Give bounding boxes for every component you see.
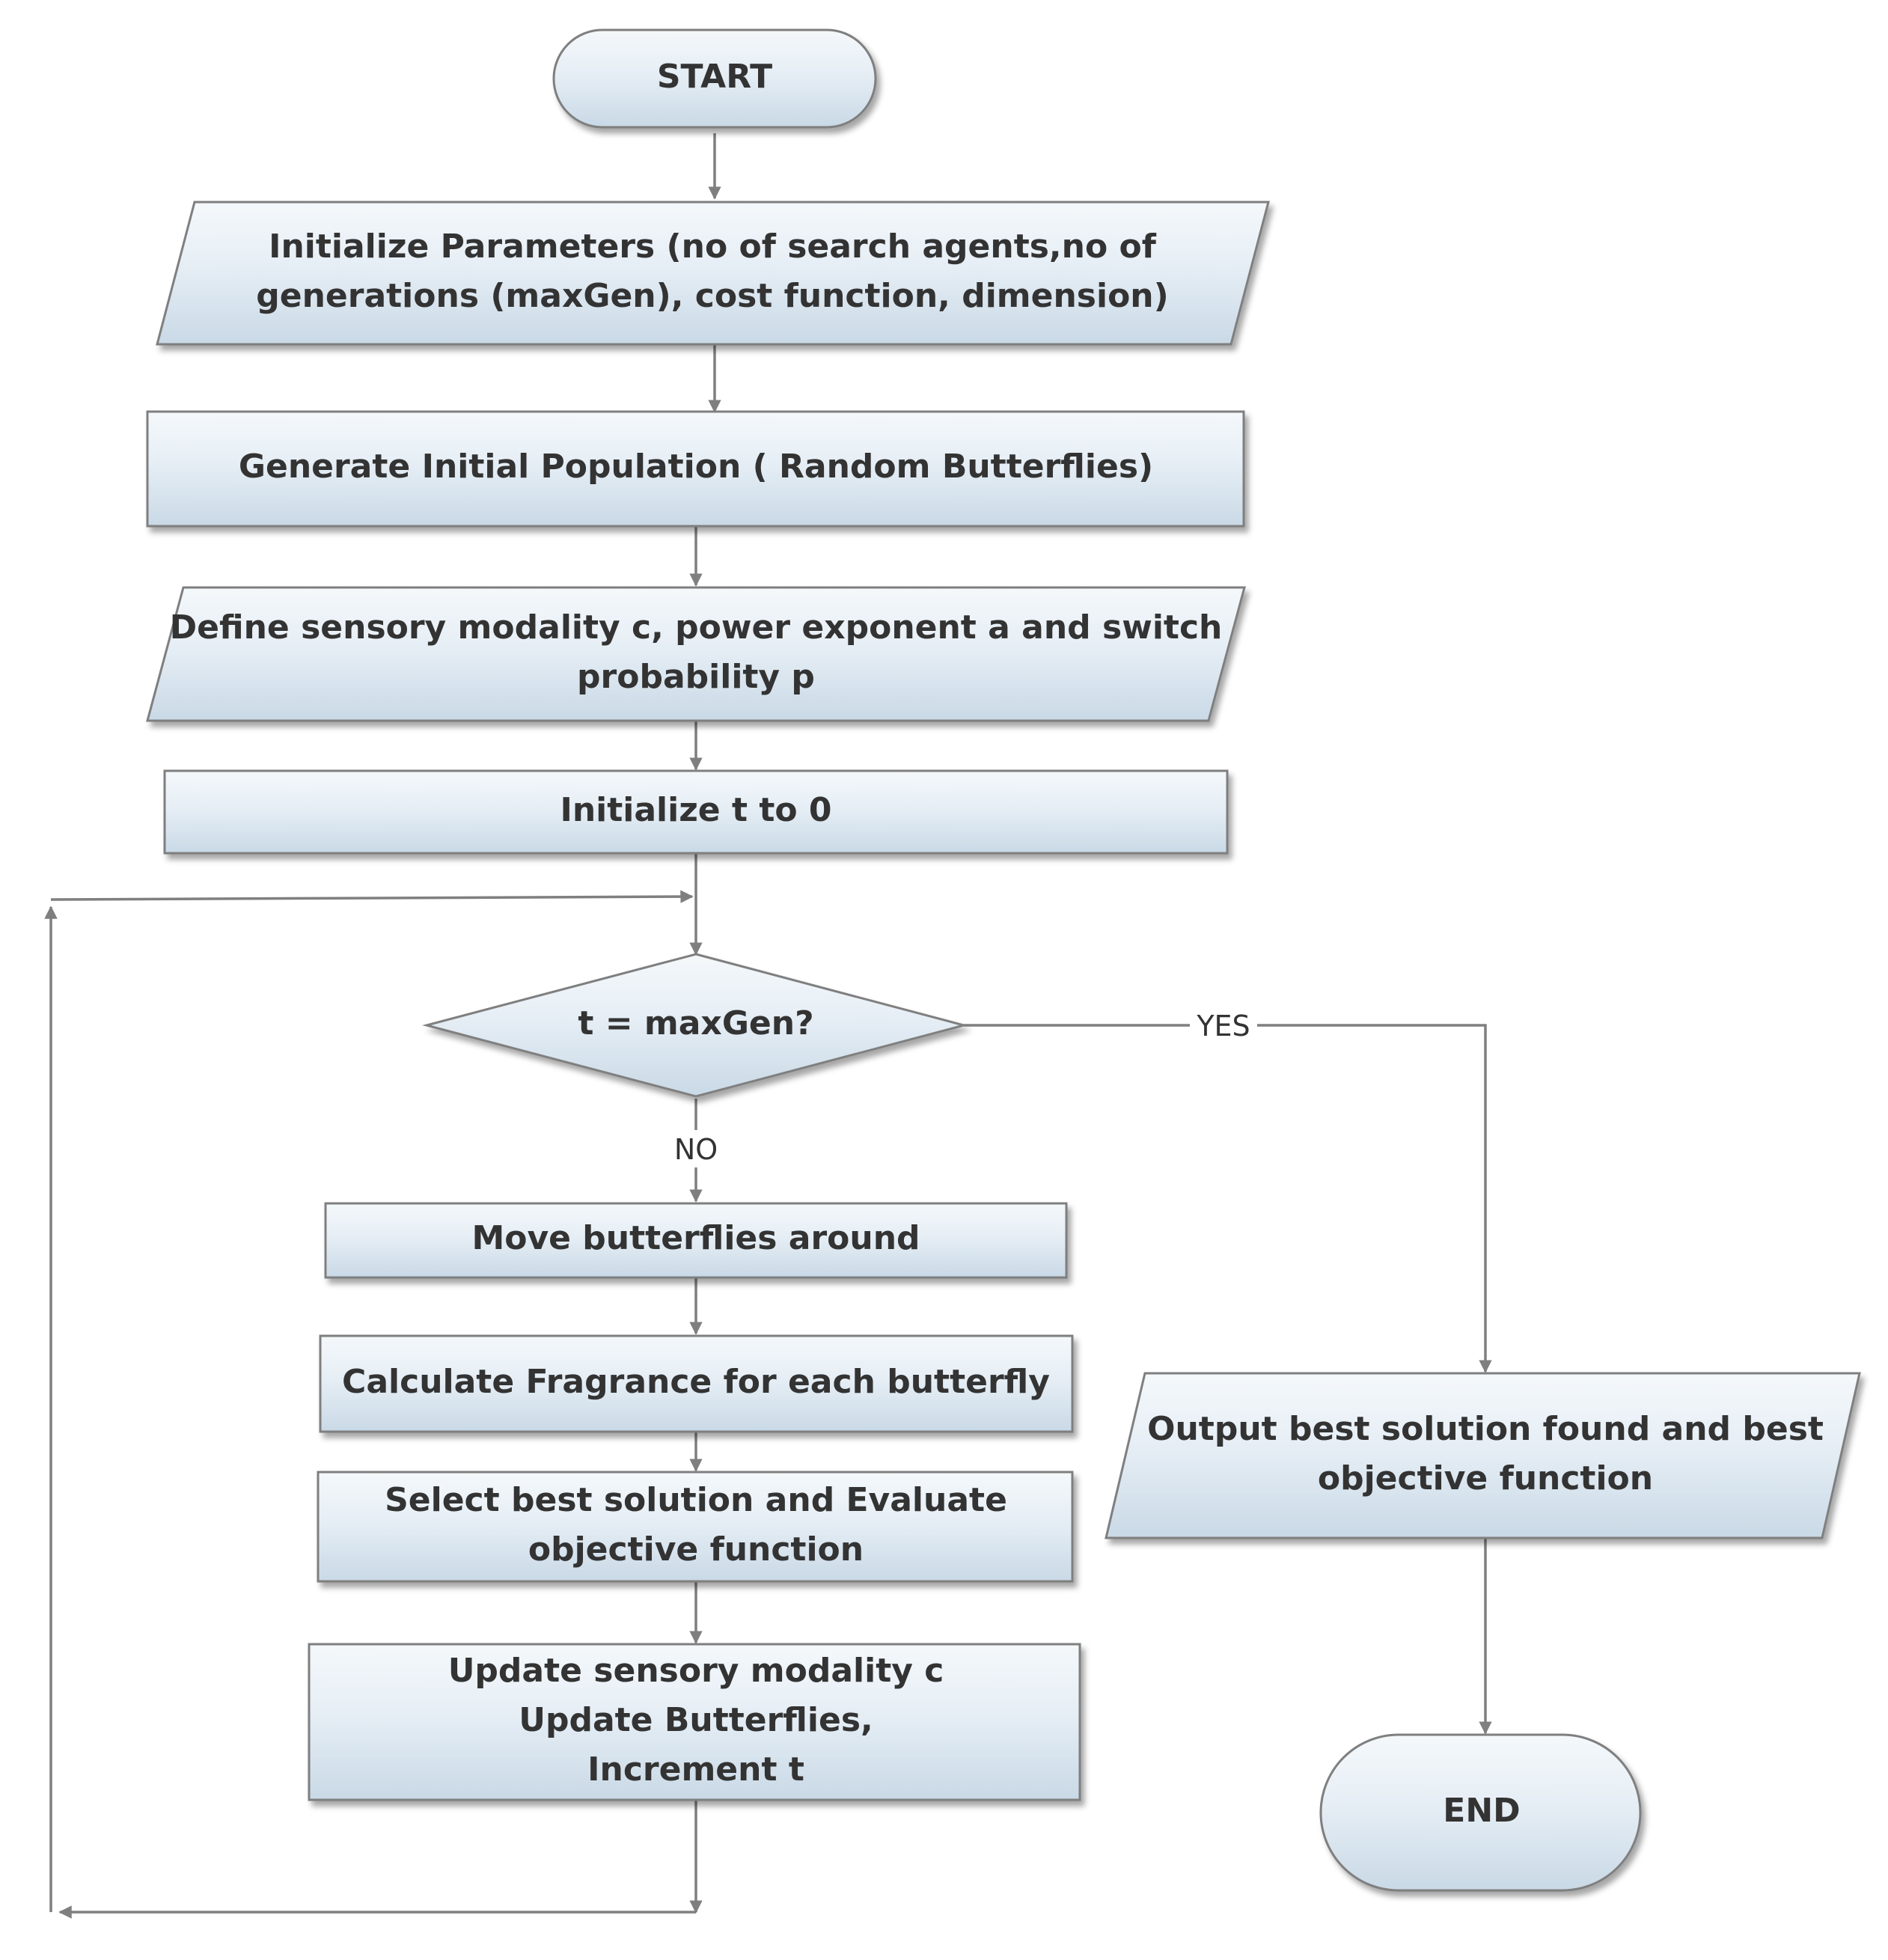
- calculate-fragrance-process: [319, 1334, 1074, 1433]
- labels: START Initialize Parameters (no of searc…: [170, 58, 1824, 1830]
- initialize-parameters-label: Initialize Parameters (no of search agen…: [256, 228, 1168, 315]
- select-line-2: objective function: [528, 1530, 864, 1569]
- init-params-line-2: generations (maxGen), cost function, dim…: [256, 277, 1168, 315]
- move-butterflies-process: [324, 1202, 1068, 1279]
- connector-decision-output: [964, 1024, 1492, 1373]
- connectors: [44, 133, 1492, 1919]
- decision-line-1: t = maxGen?: [578, 1004, 813, 1042]
- decision-diamond: [422, 953, 968, 1098]
- update-process: [308, 1643, 1081, 1801]
- generate-population-process: [146, 410, 1245, 528]
- select-best-label: Select best solution and Evaluate objecti…: [385, 1481, 1007, 1569]
- fragrance-line-1: Calculate Fragrance for each butterfly: [342, 1363, 1050, 1401]
- connector-loop-top: [50, 890, 694, 903]
- initialize-t-process: [163, 769, 1229, 855]
- update-line-1: Update sensory modality c: [448, 1652, 944, 1690]
- select-best-process: [317, 1471, 1074, 1583]
- end-label: END: [1443, 1792, 1520, 1830]
- update-line-2: Update Butterflies,: [519, 1701, 873, 1739]
- move-butterflies-label: Move butterflies around: [471, 1219, 920, 1257]
- start-label: START: [657, 58, 772, 96]
- start-terminator: [552, 28, 877, 129]
- calculate-fragrance-label: Calculate Fragrance for each butterfly: [342, 1363, 1050, 1401]
- output-line-1: Output best solution found and best: [1147, 1410, 1824, 1448]
- decision-label: t = maxGen?: [578, 1004, 813, 1042]
- no-label: NO: [674, 1133, 718, 1166]
- gen-pop-line-1: Generate Initial Population ( Random But…: [239, 448, 1153, 486]
- move-line-1: Move butterflies around: [471, 1219, 920, 1257]
- update-line-3: Increment t: [587, 1750, 804, 1789]
- initialize-parameters-io: [156, 201, 1270, 346]
- define-line-1: Define sensory modality c, power exponen…: [170, 608, 1223, 647]
- init-params-line-1: Initialize Parameters (no of search agen…: [269, 228, 1157, 266]
- output-label: Output best solution found and best objec…: [1147, 1410, 1824, 1498]
- update-label: Update sensory modality c Update Butterfl…: [448, 1652, 944, 1789]
- start-line-1: START: [657, 58, 772, 96]
- shapes: [146, 28, 1861, 1892]
- select-line-1: Select best solution and Evaluate: [385, 1481, 1007, 1519]
- no-label-bg: [666, 1130, 726, 1167]
- end-terminator: [1319, 1733, 1642, 1892]
- yes-label-bg: [1190, 1007, 1257, 1044]
- define-line-2: probability p: [577, 658, 815, 696]
- edge-labels: YES NO: [666, 1007, 1257, 1167]
- initialize-t-label: Initialize t to 0: [560, 791, 831, 829]
- output-line-2: objective function: [1318, 1459, 1653, 1498]
- output-io: [1105, 1372, 1861, 1539]
- define-modality-io: [146, 586, 1246, 722]
- end-line-1: END: [1443, 1792, 1520, 1830]
- yes-label: YES: [1196, 1010, 1250, 1042]
- generate-population-label: Generate Initial Population ( Random But…: [239, 448, 1153, 486]
- init-t-line-1: Initialize t to 0: [560, 791, 831, 829]
- define-modality-label: Define sensory modality c, power exponen…: [170, 608, 1223, 696]
